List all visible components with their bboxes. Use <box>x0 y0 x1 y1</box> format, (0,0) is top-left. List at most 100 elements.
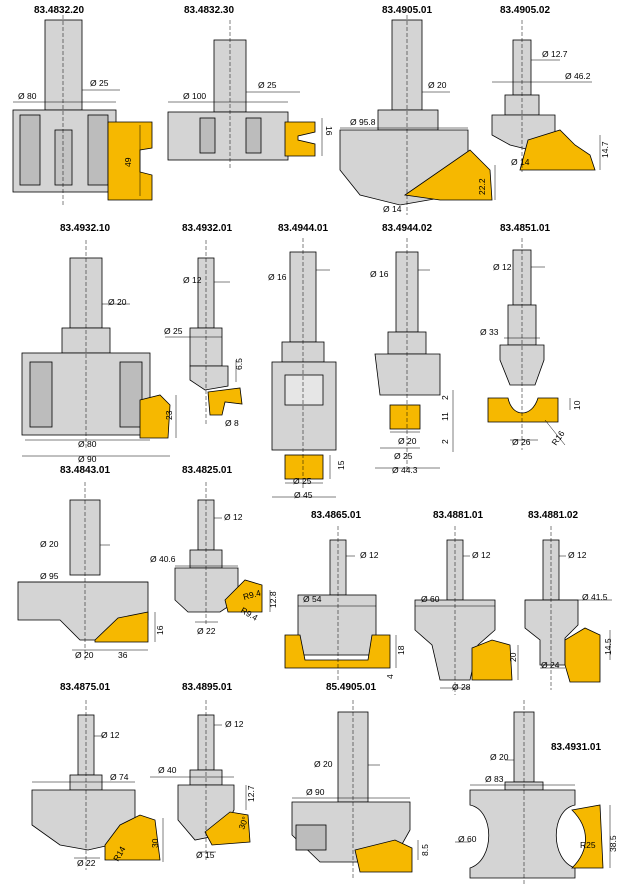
tool-code-label: 83.4851.01 <box>500 223 551 234</box>
dim-diameter-label: Ø 46.2 <box>565 71 591 81</box>
dim-diameter-label: Ø 80 <box>78 439 97 449</box>
dim-height-label: 38.5 <box>608 835 618 852</box>
dim-height-label: 12.7 <box>246 785 256 802</box>
dim-diameter-label: Ø 22 <box>197 626 216 636</box>
dim-diameter-label: Ø 20 <box>428 80 447 90</box>
dim-diameter-label: Ø 16 <box>370 269 389 279</box>
dim-height-label: 49 <box>123 157 133 167</box>
dim-diameter-label: Ø 12 <box>360 550 379 560</box>
dim-diameter-label: Ø 54 <box>303 594 322 604</box>
dim-height-label: 23 <box>164 410 174 420</box>
dim-diameter-label: Ø 20 <box>398 436 417 446</box>
dim-height-label: 22.2 <box>477 178 487 195</box>
tool-code-label: 85.4905.01 <box>326 682 377 693</box>
dim-diameter-label: Ø 74 <box>110 772 129 782</box>
dim-diameter-label: Ø 28 <box>452 682 471 692</box>
dim-height-label: 20 <box>508 652 518 662</box>
dim-diameter-label: Ø 12 <box>225 719 244 729</box>
dim-diameter-label: Ø 44.3 <box>392 465 418 475</box>
tool-code-label: 83.4932.10 <box>60 223 111 234</box>
dim-diameter-label: Ø 90 <box>78 454 97 464</box>
tool-code-label: 83.4865.01 <box>311 510 362 521</box>
dim-diameter-label: Ø 16 <box>268 272 287 282</box>
dim-diameter-label: Ø 26 <box>512 437 531 447</box>
dim-height-label: 30 <box>150 838 160 848</box>
tool-code-label: 83.4881.02 <box>528 510 579 521</box>
tool-code-label: 83.4843.01 <box>60 465 111 476</box>
dim-diameter-label: Ø 41.5 <box>582 592 608 602</box>
dim-diameter-label: Ø 12 <box>568 550 587 560</box>
dim-diameter-label: Ø 24 <box>541 660 560 670</box>
dim-angle-label: 30° <box>236 815 250 831</box>
tool-code-label: 83.4932.01 <box>182 223 233 234</box>
dim-diameter-label: Ø 95 <box>40 571 59 581</box>
dim-diameter-label: Ø 40.6 <box>150 554 176 564</box>
tool-code-label: 83.4931.01 <box>551 742 602 753</box>
dim-height-label: 14.5 <box>603 638 613 655</box>
dim-diameter-label: Ø 12 <box>224 512 243 522</box>
dim-diameter-label: Ø 83 <box>485 774 504 784</box>
dim-diameter-label: Ø 25 <box>90 78 109 88</box>
dim-diameter-label: Ø 12 <box>493 262 512 272</box>
dim-height-label: 4 <box>385 674 395 679</box>
tool-code-label: 83.4875.01 <box>60 682 111 693</box>
dim-height-label: 16 <box>155 625 165 635</box>
dim-diameter-label: Ø 22 <box>77 858 96 868</box>
dim-radius-label: R25 <box>580 840 596 850</box>
dim-diameter-label: Ø 14 <box>511 157 530 167</box>
dim-length-label: 36 <box>118 650 128 660</box>
dim-diameter-label: Ø 45 <box>294 490 313 500</box>
dim-diameter-label: Ø 25 <box>258 80 277 90</box>
dim-height-label: 16 <box>324 126 334 136</box>
dim-diameter-label: Ø 20 <box>490 752 509 762</box>
dim-diameter-label: Ø 25 <box>164 326 183 336</box>
tool-code-label: 83.4881.01 <box>433 510 484 521</box>
dim-height-label: 10 <box>572 400 582 410</box>
dim-height-label: 18 <box>396 645 406 655</box>
dim-diameter-label: Ø 80 <box>18 91 37 101</box>
dim-diameter-label: Ø 20 <box>108 297 127 307</box>
dim-diameter-label: Ø 20 <box>40 539 59 549</box>
dim-height-label: 15 <box>336 460 346 470</box>
dim-diameter-label: Ø 60 <box>458 834 477 844</box>
tool-code-label: 83.4905.01 <box>382 5 433 16</box>
dim-height-label: 8.5 <box>420 844 430 856</box>
tool-code-label: 83.4832.30 <box>184 5 235 16</box>
dim-height-label: 11 <box>440 412 450 421</box>
dim-diameter-label: Ø 12.7 <box>542 49 568 59</box>
tool-code-label: 83.4944.01 <box>278 223 329 234</box>
dim-diameter-label: Ø 14 <box>383 204 402 214</box>
dim-diameter-label: Ø 25 <box>293 476 312 486</box>
dim-diameter-label: Ø 60 <box>421 594 440 604</box>
dim-diameter-label: Ø 20 <box>75 650 94 660</box>
dim-diameter-label: Ø 25 <box>394 451 413 461</box>
dim-diameter-label: Ø 100 <box>183 91 206 101</box>
dim-diameter-label: Ø 90 <box>306 787 325 797</box>
tool-code-label: 83.4895.01 <box>182 682 233 693</box>
dim-diameter-label: Ø 12 <box>183 275 202 285</box>
tool-code-label: 83.4825.01 <box>182 465 233 476</box>
dim-height-label: 14.7 <box>600 141 610 158</box>
dim-height-label: 6.5 <box>234 358 244 370</box>
dim-diameter-label: Ø 20 <box>314 759 333 769</box>
tool-code-label: 83.4944.02 <box>382 223 433 234</box>
dim-diameter-label: Ø 8 <box>225 418 239 428</box>
